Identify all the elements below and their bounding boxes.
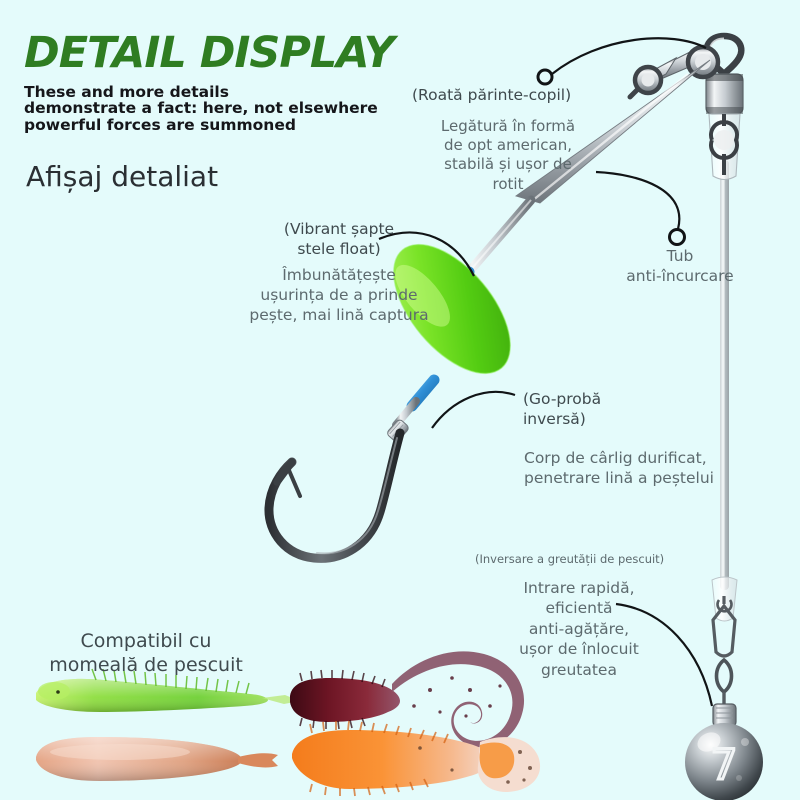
page-title: DETAIL DISPLAY	[24, 28, 395, 78]
float-rig	[387, 195, 536, 442]
anti-tangle-tube-graphic	[720, 160, 729, 590]
swivel-assembly	[697, 32, 745, 181]
swivel-body-line-3: stabilă și ușor de	[444, 155, 572, 174]
connector-arm	[514, 44, 721, 204]
bait-collection	[36, 651, 541, 797]
float-label-line-2: stele float)	[297, 239, 381, 258]
callout-lines	[378, 37, 714, 707]
fishing-hook	[264, 428, 405, 563]
sinker-weight-number: 7	[711, 740, 738, 789]
subtitle-line-2: demonstrate a fact: here, not elsewhere	[24, 99, 378, 118]
bait-green-ribbed-worm	[36, 668, 300, 712]
tube-label-line-1: Tub	[666, 247, 694, 265]
bait-dark-red-curly-tail-grub	[290, 651, 525, 748]
bait-compat-line-2: momeală de pescuit	[49, 653, 243, 676]
annotation-sinker-label: (Inversare a greutății de pescuit)	[475, 552, 665, 566]
swivel-body-line-2: de opt american,	[444, 136, 572, 155]
tube-label-line-2: anti-încurcare	[626, 266, 734, 285]
annotation-swivel-label: (Roată părinte-copil)	[412, 86, 572, 104]
swivel-body-line-1: Legătură în formă	[440, 117, 576, 135]
subtitle-line-1: These and more details	[24, 83, 229, 101]
annotation-float-label: (Vibrant șapte stele float)	[258, 220, 420, 260]
subtitle-line-3: powerful forces are summoned	[24, 115, 296, 134]
page-subtitle: These and more details demonstrate a fac…	[24, 83, 404, 134]
hook-label-line-1: (Go-probă	[523, 390, 602, 408]
sinker-body-line-4: ușor de înlocuit	[519, 640, 639, 659]
sinker-body-line-1: Intrare rapidă,	[523, 579, 635, 597]
swivel-body-line-4: rotit	[492, 174, 524, 193]
bait-orange-paddle-tail-swimbait	[292, 720, 541, 797]
sinker-body-line-3: anti-agățăre,	[528, 619, 630, 638]
hook-body-line-2: penetrare lină a peștelui	[524, 469, 714, 488]
annotation-sinker-body: Intrare rapidă, eficientă anti-agățăre, …	[494, 578, 664, 680]
bait-tan-flat-tail-minnow	[36, 737, 278, 781]
romanian-title: Afișaj detaliat	[26, 160, 219, 193]
hook-label-line-2: inversă)	[523, 410, 586, 429]
float-body-line-2: ușurința de a prinde	[260, 285, 418, 304]
bait-compat-line-1: Compatibil cu	[80, 630, 212, 652]
float-label-line-1: (Vibrant șapte	[283, 220, 395, 238]
sinker-body-line-2: eficientă	[545, 599, 613, 618]
annotation-swivel-body: Legătură în formă de opt american, stabi…	[434, 117, 582, 194]
annotation-bait-compat: Compatibil cu momeală de pescuit	[46, 630, 246, 678]
sinker-assembly: 7	[685, 576, 763, 800]
sinker-body-line-5: greutatea	[541, 660, 617, 679]
annotation-tube-label: Tub anti-încurcare	[610, 247, 750, 287]
annotation-hook-body: Corp de cârlig durificat, penetrare lină…	[524, 448, 764, 488]
annotation-float-body: Îmbunătățește ușurința de a prinde pește…	[244, 266, 434, 325]
float-body-line-3: pește, mai lină captura	[249, 305, 429, 324]
annotation-hook-label: (Go-probă inversă)	[523, 389, 633, 429]
float-body-line-1: Îmbunătățește	[282, 266, 396, 284]
hook-body-line-1: Corp de cârlig durificat,	[524, 449, 707, 467]
